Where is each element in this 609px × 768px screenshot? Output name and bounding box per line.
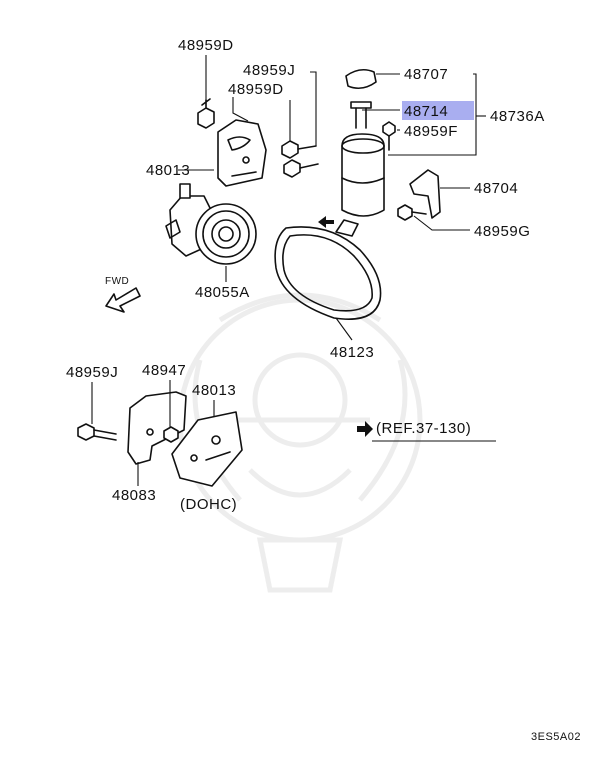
label-48959D-top: 48959D bbox=[178, 37, 234, 54]
label-48959F: 48959F bbox=[404, 123, 458, 140]
label-48013-top: 48013 bbox=[146, 162, 190, 179]
bolt-48959F bbox=[382, 121, 396, 151]
highlight-48714 bbox=[402, 101, 474, 120]
label-48013-bottom: 48013 bbox=[192, 382, 236, 399]
ref-arrow bbox=[357, 421, 373, 437]
label-48714: 48714 bbox=[404, 103, 448, 120]
label-48123: 48123 bbox=[330, 344, 374, 361]
label-48959J-top: 48959J bbox=[243, 62, 295, 79]
label-fwd: FWD bbox=[105, 276, 129, 287]
bolt-48959J-bottom bbox=[77, 423, 117, 441]
bracket-48013-top bbox=[217, 119, 267, 187]
diagram-code: 3ES5A02 bbox=[531, 731, 581, 743]
reservoir-cap-48707 bbox=[345, 68, 377, 90]
label-48947: 48947 bbox=[142, 362, 186, 379]
fwd-arrow bbox=[105, 287, 141, 313]
label-48707: 48707 bbox=[404, 66, 448, 83]
bolt-48947 bbox=[163, 426, 179, 443]
label-48959J-bottom: 48959J bbox=[66, 364, 118, 381]
bolt-48959G bbox=[397, 204, 427, 221]
bracket-48704 bbox=[409, 169, 441, 219]
watermark-emblem bbox=[177, 292, 423, 593]
reservoir-filter-48714 bbox=[350, 101, 372, 129]
power-steering-pump-48055A bbox=[165, 183, 257, 265]
bracket-48013-bottom bbox=[171, 411, 243, 487]
bolts-48959J-D-mid bbox=[281, 140, 319, 178]
drive-belt-48123 bbox=[274, 226, 382, 320]
flow-arrow bbox=[318, 216, 334, 228]
label-48959D-mid: 48959D bbox=[228, 81, 284, 98]
label-ref: (REF.37-130) bbox=[376, 420, 471, 437]
label-48959G: 48959G bbox=[474, 223, 530, 240]
label-48083: 48083 bbox=[112, 487, 156, 504]
label-48055A: 48055A bbox=[195, 284, 250, 301]
label-dohc: (DOHC) bbox=[180, 496, 237, 513]
label-48704: 48704 bbox=[474, 180, 518, 197]
reservoir-tank bbox=[335, 133, 385, 237]
label-48736A: 48736A bbox=[490, 108, 545, 125]
